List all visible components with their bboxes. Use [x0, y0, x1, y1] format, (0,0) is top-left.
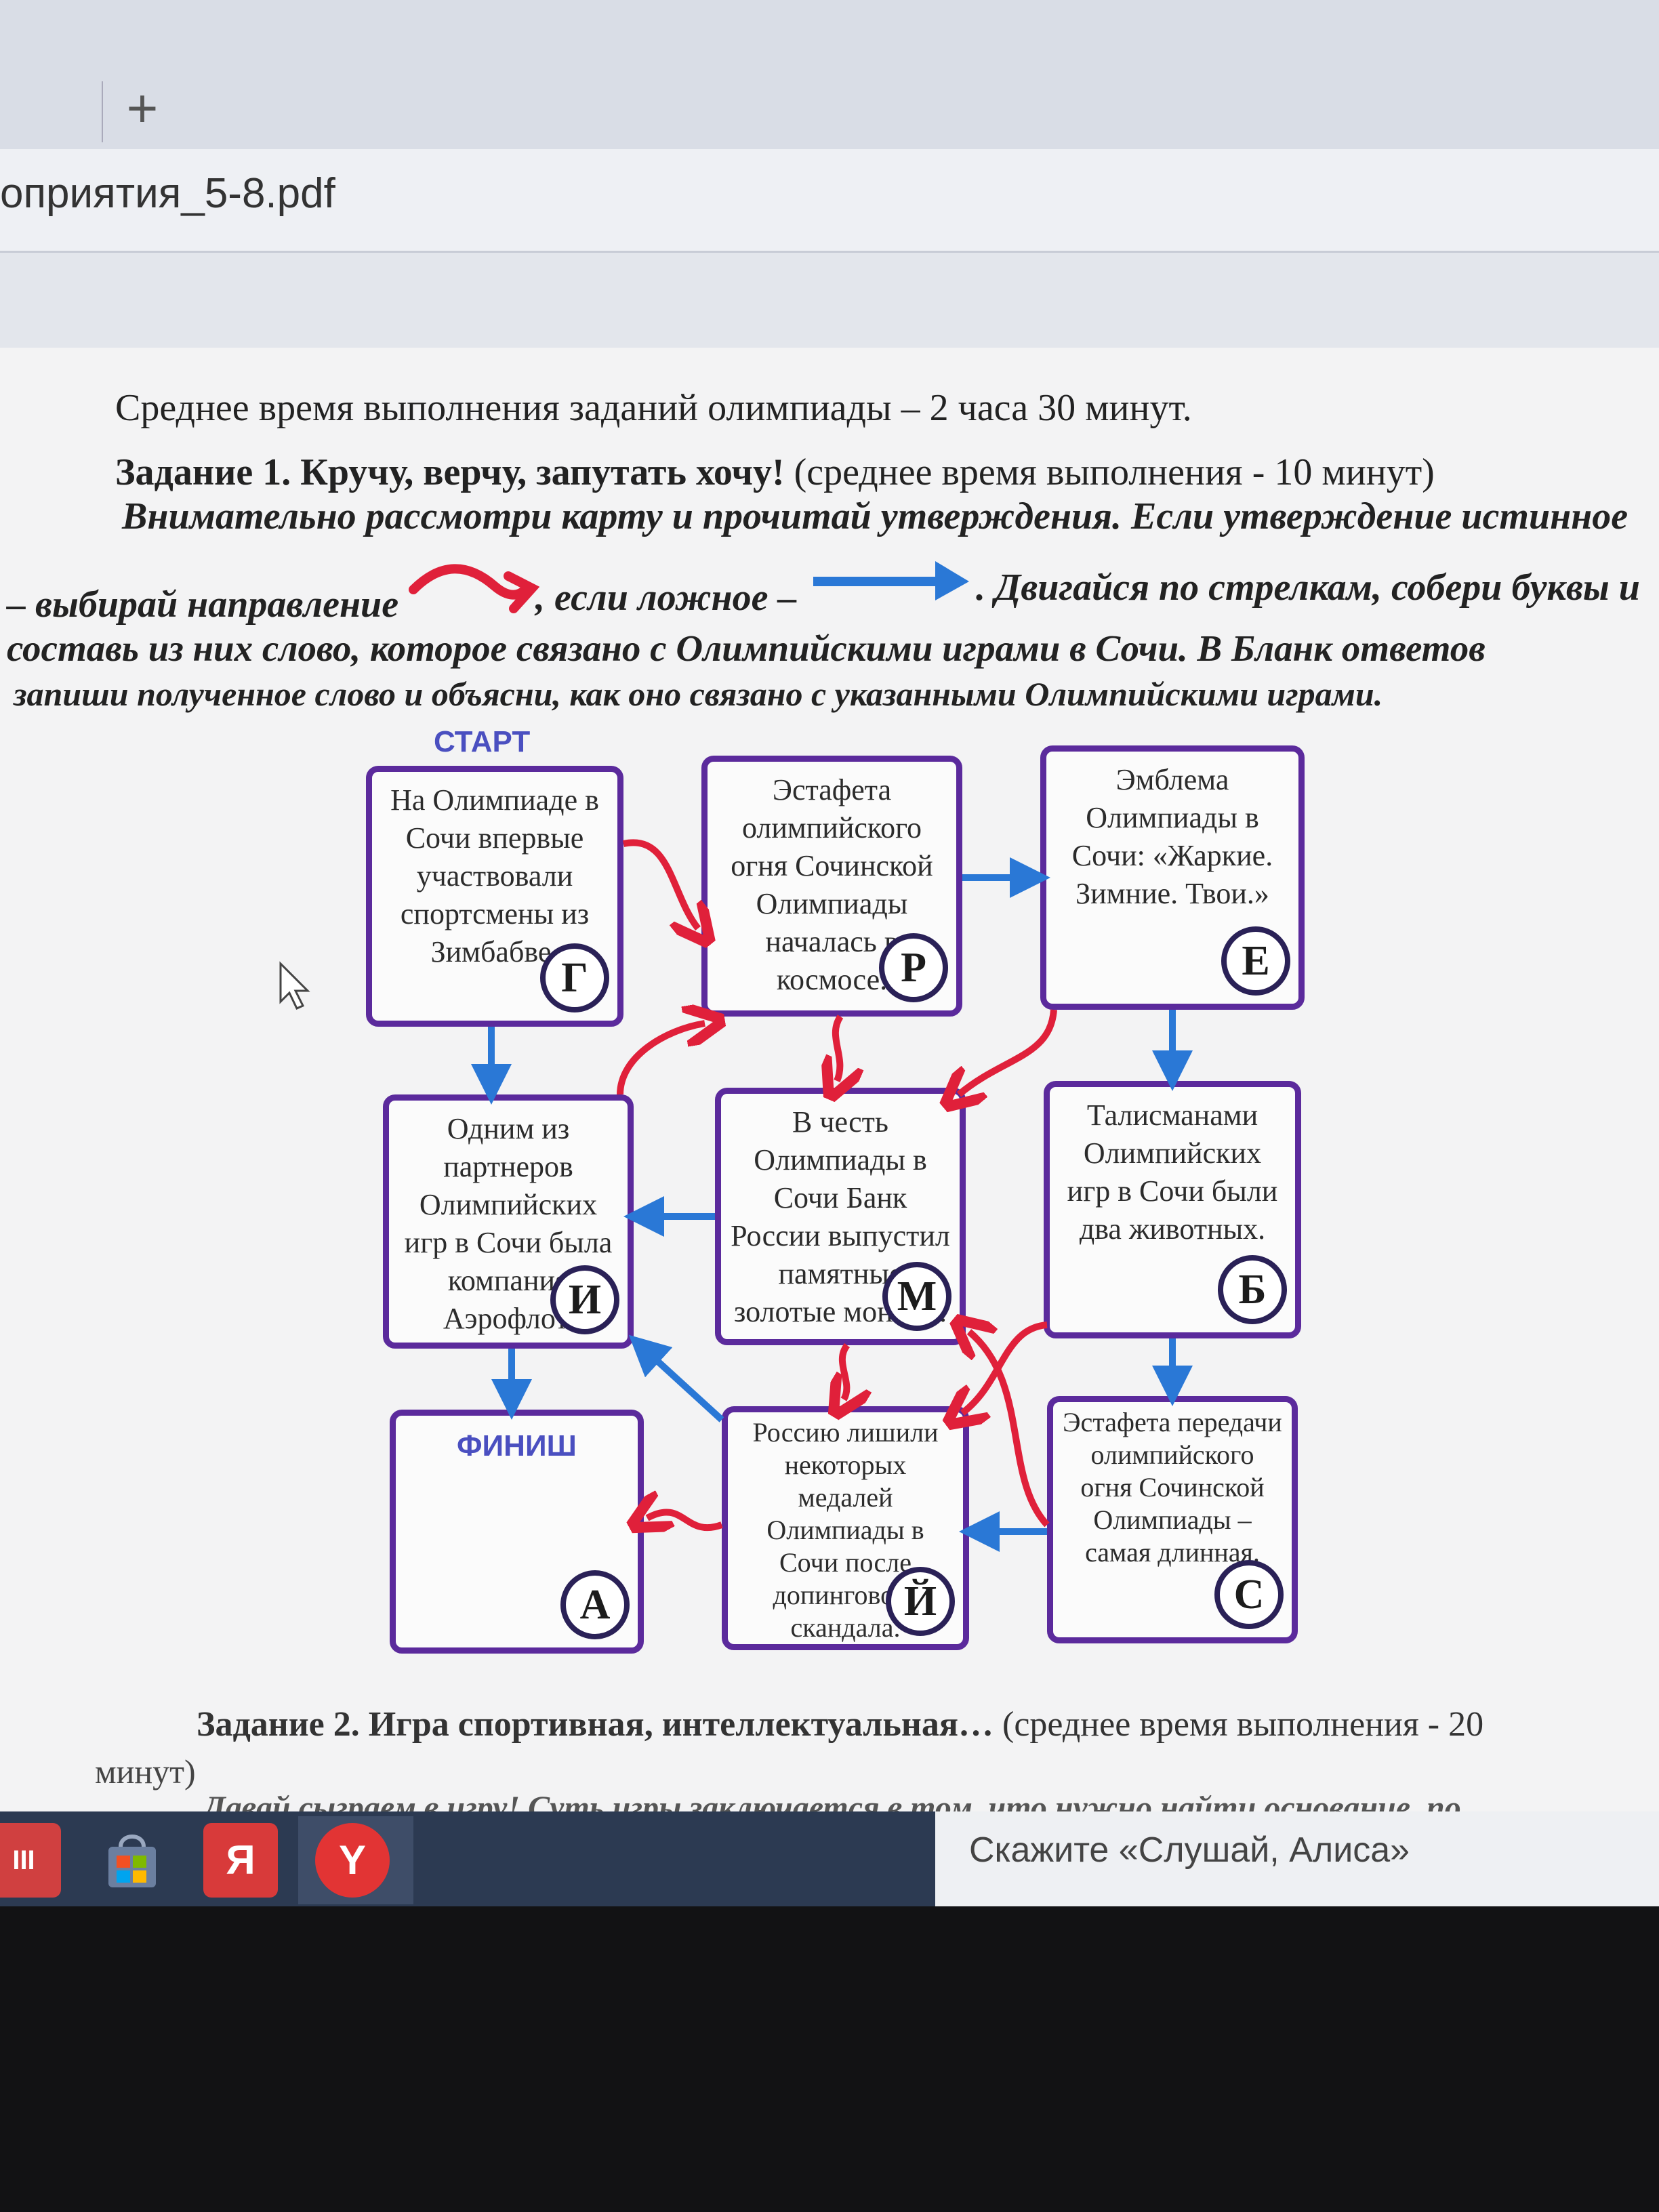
letter-badge-r: Р	[879, 933, 948, 1002]
task2-text-cut: Давай сыграем в игру! Суть игры заключае…	[203, 1790, 1461, 1811]
task1-title: Задание 1. Кручу, верчу, запутать хочу!	[115, 451, 785, 493]
diagram-arrows	[471, 839, 1193, 1552]
tab-bar	[0, 0, 1659, 149]
start-menu-button[interactable]: III	[0, 1823, 61, 1898]
blue-arrow-icon	[813, 561, 969, 600]
letter-badge-e: Е	[1221, 926, 1290, 996]
viewer-toolbar-area	[0, 253, 1659, 348]
instruction-line-3: составь из них слово, которое связано с …	[7, 628, 1486, 669]
arrow-e-to-m	[959, 1009, 1057, 1094]
arrow-g-to-r	[622, 839, 698, 928]
letter-badge-a: А	[560, 1570, 630, 1639]
task2-heading: Задание 2. Игра спортивная, интеллектуал…	[197, 1704, 1483, 1744]
statement-text-bb: Талисманами Олимпийских игр в Сочи были …	[1067, 1099, 1278, 1246]
arrow-m-to-y	[842, 1343, 847, 1399]
instruction-line-4: запиши полученное слово и объясни, как о…	[14, 675, 1383, 713]
arrow-y-to-a	[647, 1512, 723, 1528]
alice-search-placeholder: Скажите «Слушай, Алиса»	[969, 1830, 1410, 1870]
arrow-s-to-m	[969, 1332, 1050, 1528]
yandex-app-button[interactable]: Я	[203, 1823, 278, 1898]
statement-text-s: Эстафета передачи олимпийского огня Сочи…	[1063, 1407, 1282, 1568]
statement-box-r: Эстафета олимпийского огня Сочинской Оли…	[701, 756, 962, 1017]
task2-time-end: минут)	[95, 1753, 196, 1790]
letter-badge-g: Г	[540, 943, 609, 1012]
statement-box-s: Эстафета передачи олимпийского огня Сочи…	[1047, 1396, 1298, 1643]
letter-badge-y: Й	[886, 1567, 955, 1636]
letter-badge-m: М	[882, 1262, 951, 1331]
alice-search-box[interactable]	[935, 1811, 1659, 1906]
statement-text-y: Россию лишили некоторых медалей Олимпиад…	[752, 1417, 939, 1643]
arrow-bb-to-y	[962, 1322, 1048, 1413]
task1-time: (среднее время выполнения - 10 минут)	[784, 451, 1435, 493]
arrow-r-to-m	[836, 1015, 840, 1081]
store-icon[interactable]	[95, 1823, 169, 1898]
monitor-bezel	[0, 1906, 1659, 2212]
document-file-name[interactable]: оприятия_5-8.pdf	[0, 170, 335, 217]
new-tab-button[interactable]: +	[126, 78, 159, 138]
instruction-line-2c: . Двигайся по стрелкам, собери буквы и	[976, 567, 1640, 609]
task2-time: (среднее время выполнения - 20	[994, 1705, 1484, 1744]
document-title-bar	[0, 149, 1659, 253]
statement-text-r: Эстафета олимпийского огня Сочинской Оли…	[731, 773, 933, 996]
task1-heading: Задание 1. Кручу, верчу, запутать хочу! …	[115, 451, 1435, 494]
finish-box-a: ФИНИШ А	[390, 1410, 644, 1654]
letter-badge-i: И	[550, 1265, 619, 1334]
statement-box-e: Эмблема Олимпиады в Сочи: «Жаркие. Зимни…	[1040, 745, 1305, 1010]
instruction-line-2b: , если ложное –	[535, 577, 797, 619]
statement-box-g: На Олимпиаде в Сочи впервые участвовали …	[366, 766, 623, 1027]
red-arrow-icon	[409, 564, 540, 613]
statement-box-m: В честь Олимпиады в Сочи Банк России вып…	[715, 1088, 966, 1345]
letter-badge-bb: Б	[1218, 1255, 1287, 1324]
yandex-browser-button[interactable]: Y	[315, 1823, 390, 1898]
instruction-line-1: Внимательно рассмотри карту и прочитай у…	[122, 495, 1629, 537]
mouse-cursor-icon	[279, 961, 310, 1010]
olympiad-time-text: Среднее время выполнения заданий олимпиа…	[115, 387, 1192, 429]
tab-divider	[102, 81, 103, 142]
task2-title: Задание 2. Игра спортивная, интеллектуал…	[197, 1705, 994, 1744]
statement-box-i: Одним из партнеров Олимпийских игр в Соч…	[383, 1094, 634, 1349]
statement-text-g: На Олимпиаде в Сочи впервые участвовали …	[390, 783, 599, 968]
instruction-line-2a: – выбирай направление	[7, 583, 399, 626]
statement-text-i: Одним из партнеров Олимпийских игр в Соч…	[404, 1112, 613, 1335]
arrow-y-to-i	[628, 1334, 724, 1422]
letter-badge-s: С	[1214, 1560, 1284, 1629]
store-bag-icon	[108, 1835, 156, 1887]
statement-text-e: Эмблема Олимпиады в Сочи: «Жаркие. Зимни…	[1071, 763, 1273, 910]
statement-box-y: Россию лишили некоторых медалей Олимпиад…	[722, 1406, 969, 1650]
start-label: СТАРТ	[434, 725, 531, 758]
arrow-i-to-r	[617, 1023, 705, 1095]
finish-label: ФИНИШ	[457, 1429, 577, 1462]
